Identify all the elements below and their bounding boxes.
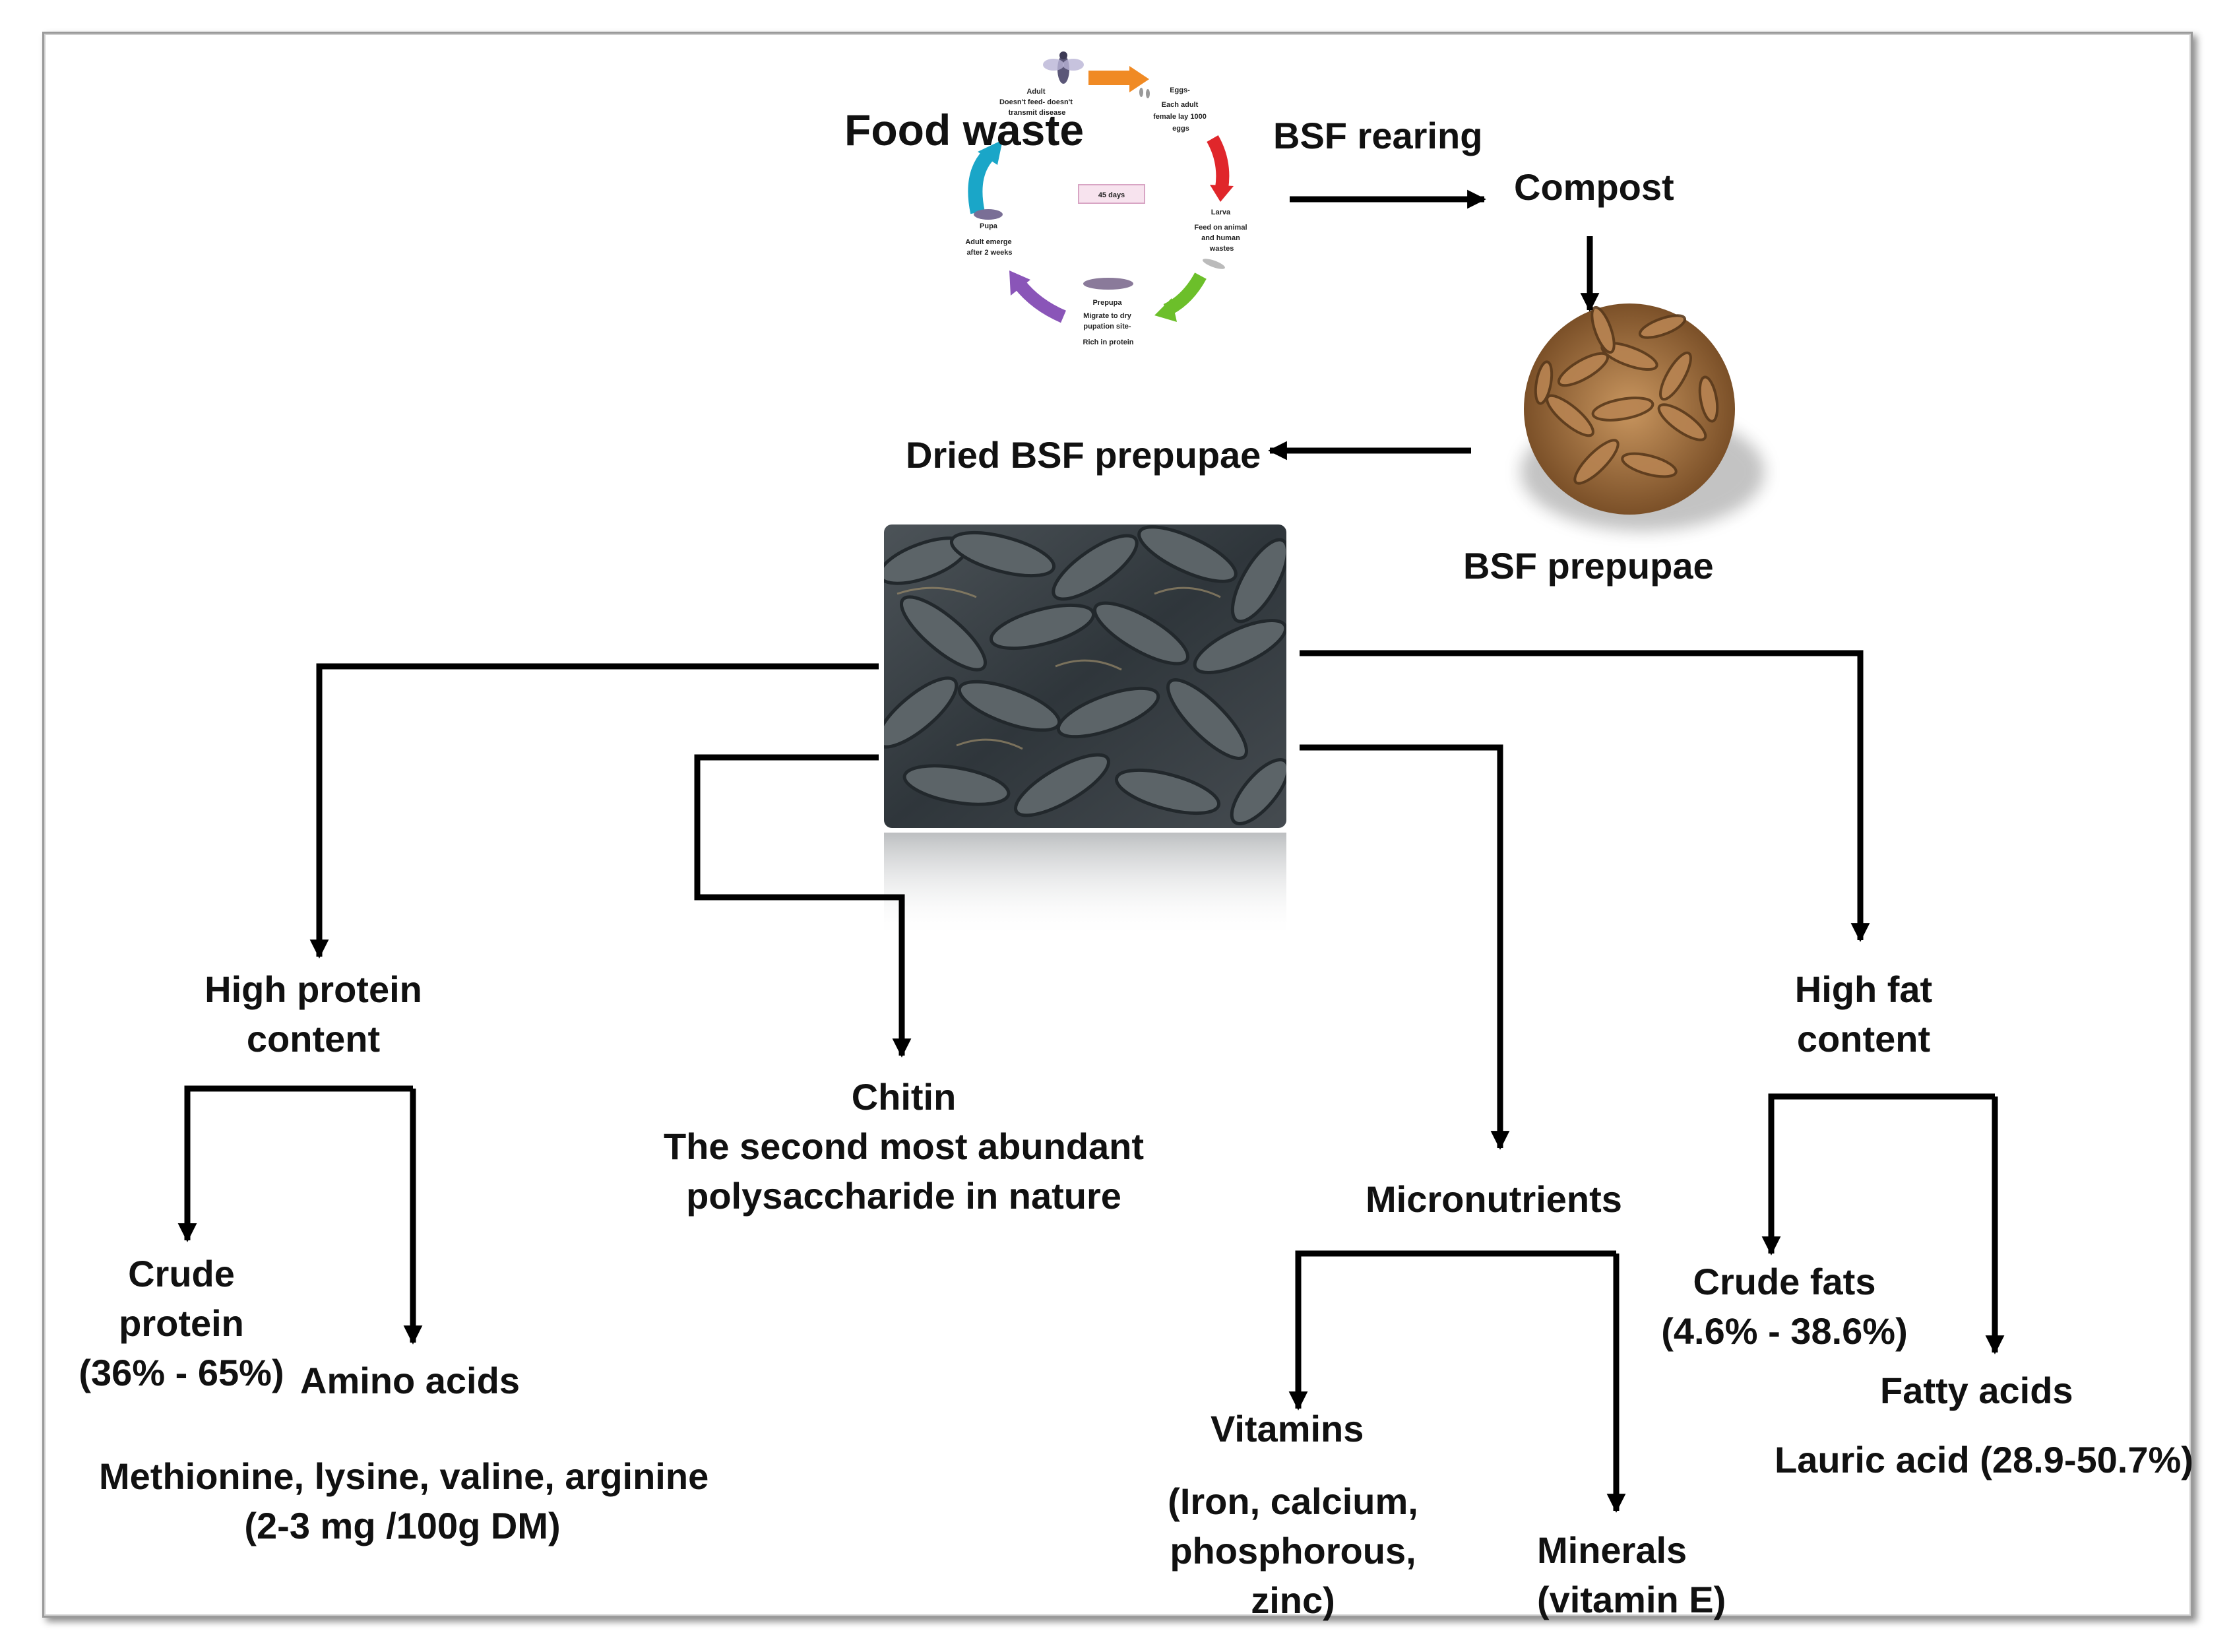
- cycle-arrow-red: [1207, 135, 1230, 189]
- arrow-to-fat: [1300, 650, 1870, 942]
- dried-prepupae-photo: [884, 524, 1286, 938]
- larva-stage-label: Larva Feed on animal and human wastes: [1194, 208, 1249, 253]
- compost-label: Compost: [1514, 166, 1674, 208]
- eggs-stage-label: Eggs- Each adult female lay 1000 eggs: [1153, 86, 1209, 133]
- arrow-to-chitin: [694, 754, 912, 1058]
- arrow-to-crude-protein: [177, 1085, 413, 1242]
- arrow-to-protein: [309, 663, 879, 959]
- cycle-arrow-purple: [1014, 279, 1067, 323]
- vitamins-label: Vitamins: [1211, 1408, 1364, 1449]
- amino-acids-detail: Methionine, lysine, valine, arginine(2-3…: [99, 1455, 709, 1546]
- days-badge: [1078, 184, 1145, 204]
- bsf-prepupae-image: [1521, 303, 1765, 531]
- arrow-to-micronutrients: [1300, 744, 1510, 1150]
- arrow-to-crude-fats: [1761, 1093, 1995, 1255]
- crude-fats-label: Crude fats(4.6% - 38.6%): [1661, 1261, 1908, 1352]
- adult-stage-label: Adult Doesn't feed- doesn't transmit dis…: [999, 88, 1075, 117]
- fatty-acids-label: Fatty acids: [1880, 1370, 2073, 1411]
- pupa-icon: [974, 209, 1003, 220]
- amino-acids-label: Amino acids: [300, 1360, 520, 1401]
- prepupa-icon: [1083, 278, 1133, 290]
- fly-icon: [1043, 51, 1084, 84]
- micronutrients-label: Micronutrients: [1366, 1178, 1622, 1220]
- minerals-label: Minerals(vitamin E): [1537, 1529, 1726, 1620]
- lifecycle-illustration: 45 days Adult Doesn't feed- doesn't tran…: [965, 51, 1249, 346]
- larva-icon: [1202, 259, 1226, 269]
- vitamins-detail: (Iron, calcium,phosphorous,zinc): [1168, 1480, 1418, 1621]
- pupa-stage-label: Pupa Adult emerge after 2 weeks: [965, 222, 1013, 257]
- cycle-arrow-cyan: [968, 150, 994, 214]
- bsf-rearing-label: BSF rearing: [1273, 115, 1483, 156]
- eggs-icon: [1139, 88, 1150, 98]
- bsf-prepupae-label: BSF prepupae: [1463, 545, 1714, 587]
- arrow-to-vitamins: [1288, 1250, 1616, 1411]
- prepupa-stage-label: Prepupa Migrate to dry pupation site- Ri…: [1083, 299, 1134, 346]
- days-badge-text: 45 days: [1098, 191, 1125, 199]
- dried-bsf-prepupae-label: Dried BSF prepupae: [906, 434, 1261, 476]
- lauric-acid-label: Lauric acid (28.9-50.7%): [1775, 1439, 2193, 1480]
- food-waste-label: Food waste: [844, 106, 1085, 154]
